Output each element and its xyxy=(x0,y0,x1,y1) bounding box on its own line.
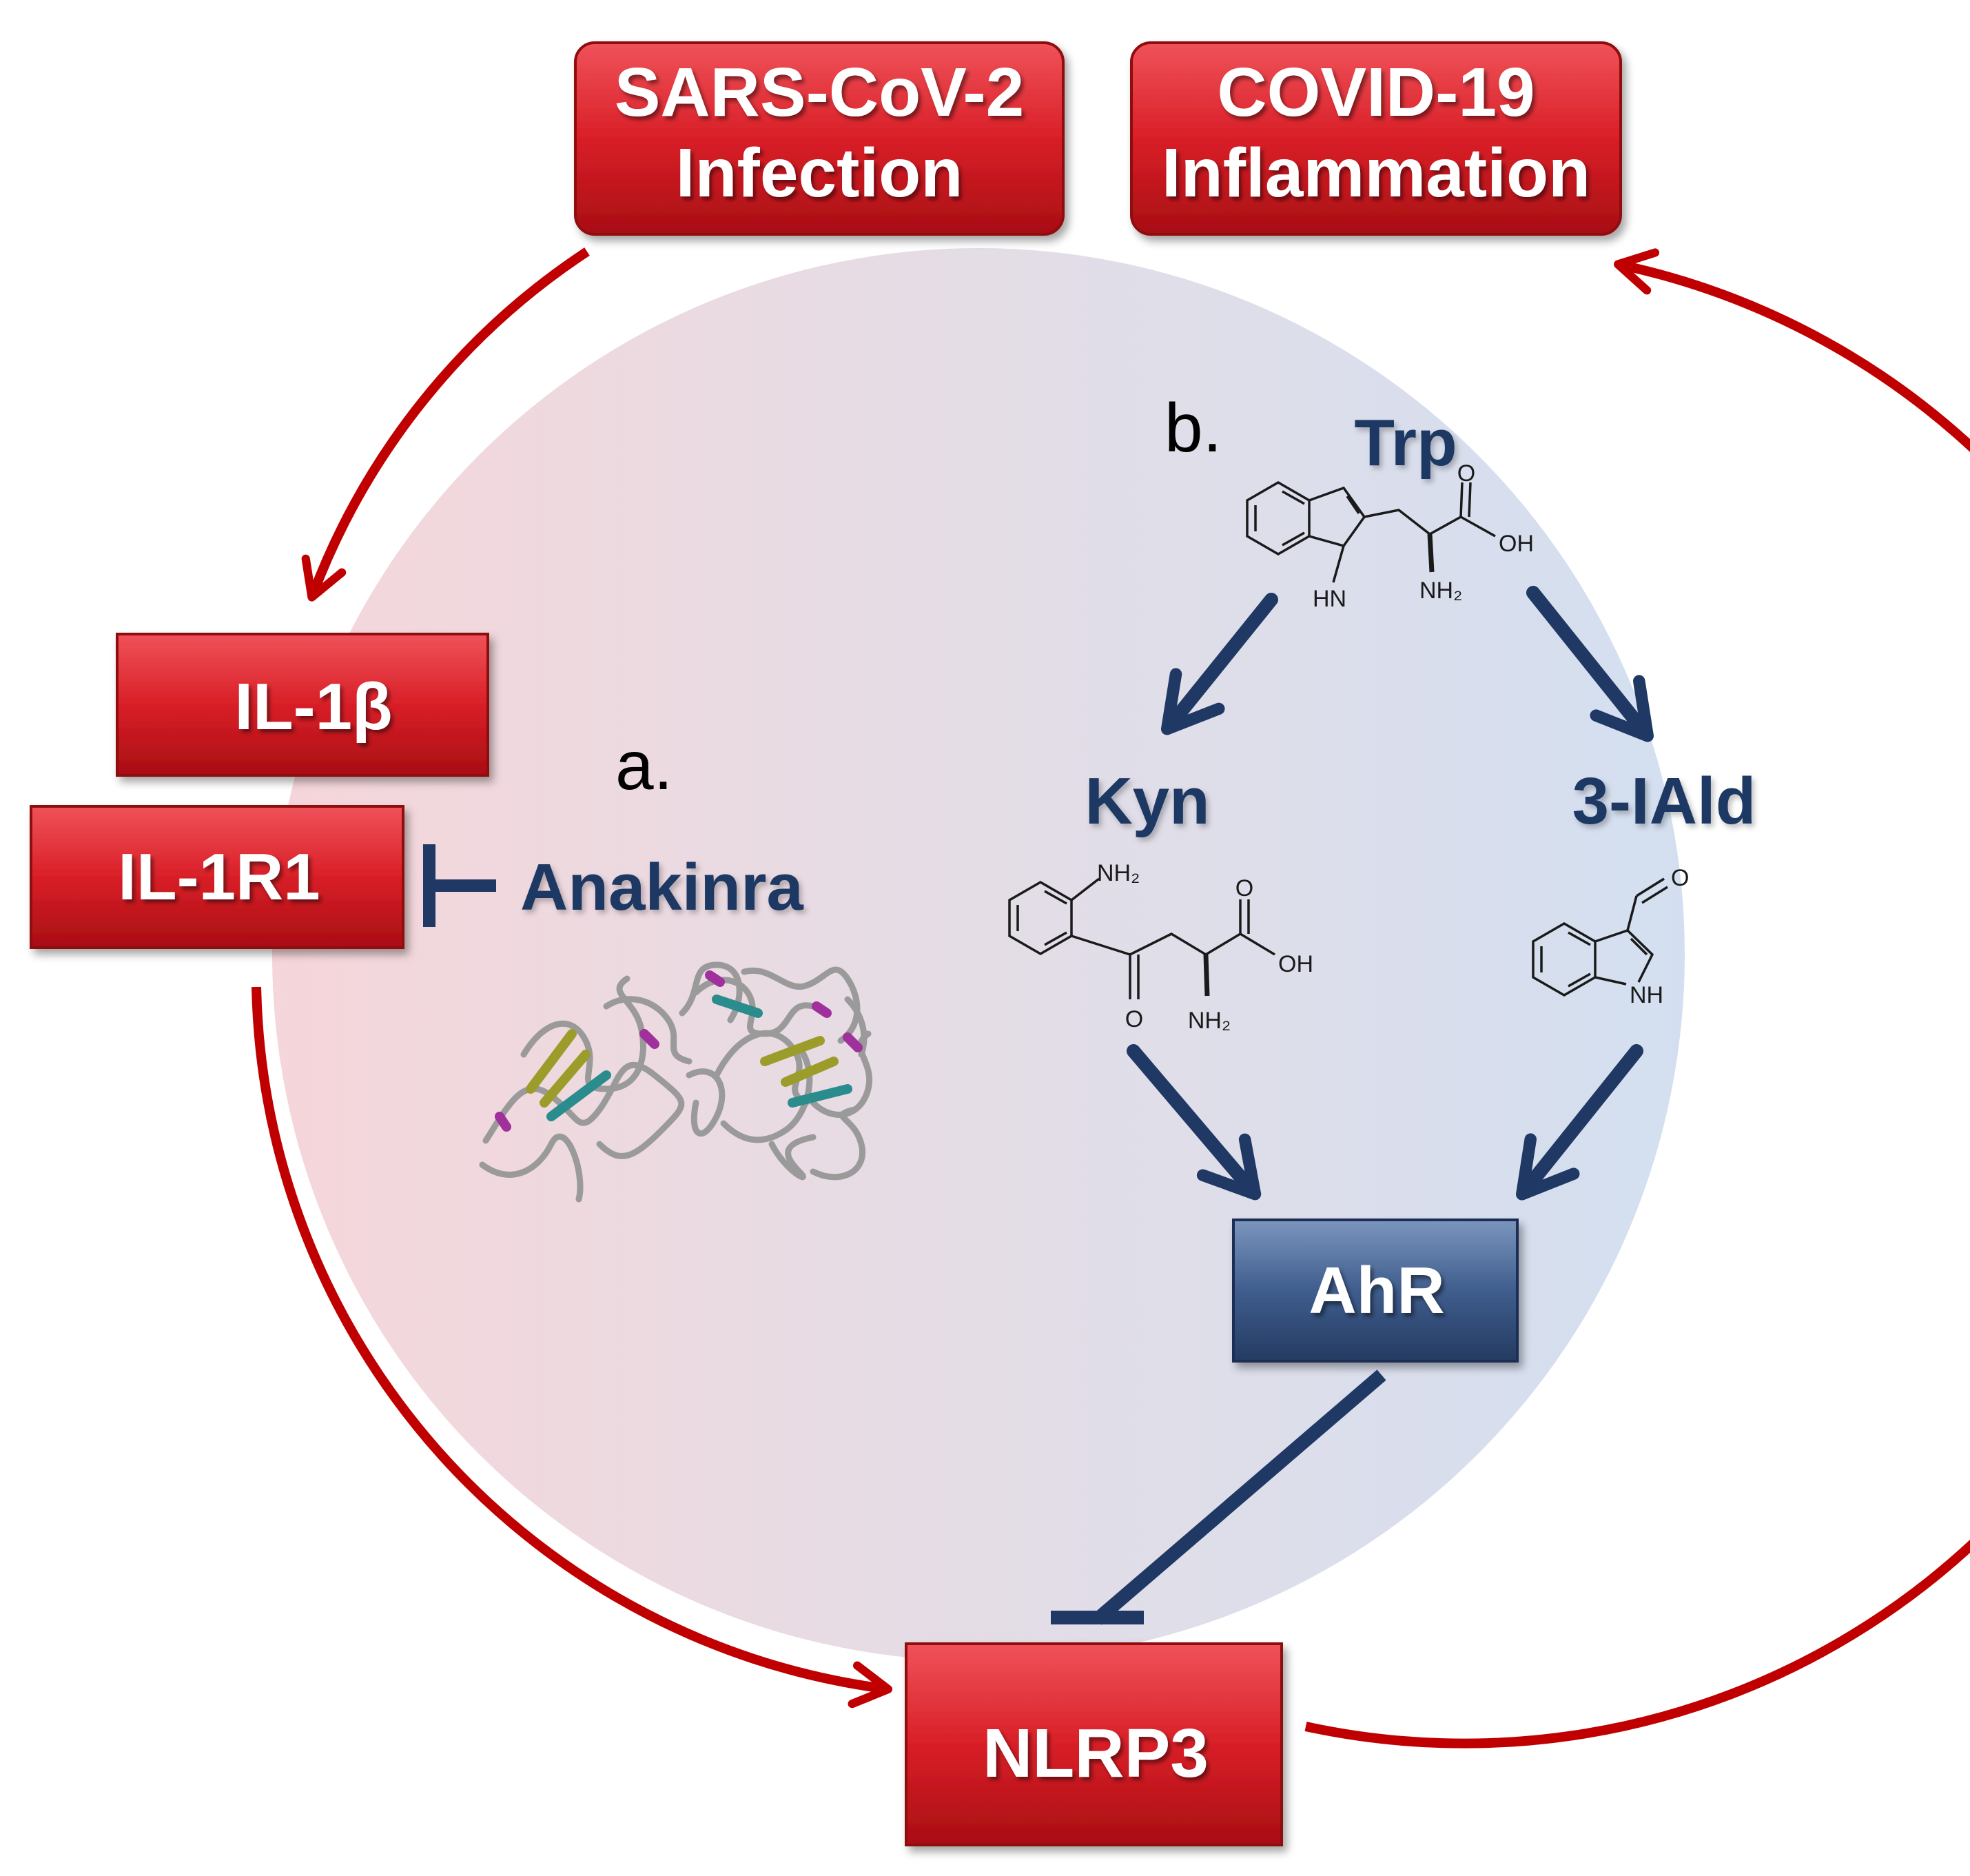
navy-arrows xyxy=(1127,586,1654,1201)
nlrp3-label: NLRP3 xyxy=(983,1715,1209,1792)
arrow-iald-to-ahr xyxy=(1516,1044,1643,1201)
sars-line2: Infection xyxy=(676,134,963,212)
trp-atom-hn: HN xyxy=(1313,586,1346,612)
covid-line2: Inflammation xyxy=(1162,134,1590,212)
anakinra-protein-structure xyxy=(479,961,873,1203)
il1r1-box: IL-1R1 xyxy=(30,805,404,949)
trp-structure xyxy=(1246,480,1496,573)
covid19-box: COVID-19 Inflammation xyxy=(1130,41,1622,236)
kyn-atom-oh: OH xyxy=(1278,951,1313,977)
trp-atom-oh: OH xyxy=(1499,531,1534,557)
panel-b-label: b. xyxy=(1164,389,1222,467)
iald-label: 3-IAld xyxy=(1572,764,1756,838)
sars-line1: SARS-CoV-2 xyxy=(615,54,1025,131)
arrow-il1r1-to-nlrp3 xyxy=(252,986,893,1709)
ahr-inhibits-nlrp3 xyxy=(1051,1369,1386,1625)
kyn-atom-nh2-bottom: NH₂ xyxy=(1188,1008,1231,1034)
arrow-sars-to-il1b xyxy=(301,247,590,602)
arrow-trp-to-iald xyxy=(1526,586,1654,742)
anakinra-inhibition xyxy=(423,844,496,927)
iald-structure xyxy=(1532,877,1668,997)
anakinra-label: Anakinra xyxy=(520,850,803,924)
sars-cov2-box: SARS-CoV-2 Infection xyxy=(574,41,1065,236)
trp-atom-o: O xyxy=(1457,460,1475,487)
iald-atom-o: O xyxy=(1671,865,1689,891)
arrow-nlrp3-to-covid xyxy=(1304,248,1970,1748)
il1b-box: IL-1β xyxy=(116,633,489,777)
iald-atom-nh: NH xyxy=(1630,982,1663,1008)
arrow-trp-to-kyn xyxy=(1160,593,1278,735)
covid-line1: COVID-19 xyxy=(1217,54,1535,131)
kyn-label: Kyn xyxy=(1085,764,1209,838)
kyn-atom-nh2-top: NH₂ xyxy=(1097,860,1140,886)
ahr-label: AhR xyxy=(1309,1254,1444,1327)
il1r1-label: IL-1R1 xyxy=(118,840,320,914)
panel-a-label: a. xyxy=(615,727,673,804)
kyn-atom-o-top: O xyxy=(1235,875,1253,901)
kyn-atom-o-bottom: O xyxy=(1125,1006,1143,1032)
ahr-box: AhR xyxy=(1232,1219,1519,1363)
trp-atom-nh2: NH₂ xyxy=(1419,578,1462,604)
trp-label: Trp xyxy=(1354,406,1457,480)
nlrp3-box: NLRP3 xyxy=(905,1642,1283,1846)
kyn-structure xyxy=(1008,877,1275,999)
arrow-kyn-to-ahr xyxy=(1127,1044,1262,1201)
il1b-label: IL-1β xyxy=(234,670,392,744)
